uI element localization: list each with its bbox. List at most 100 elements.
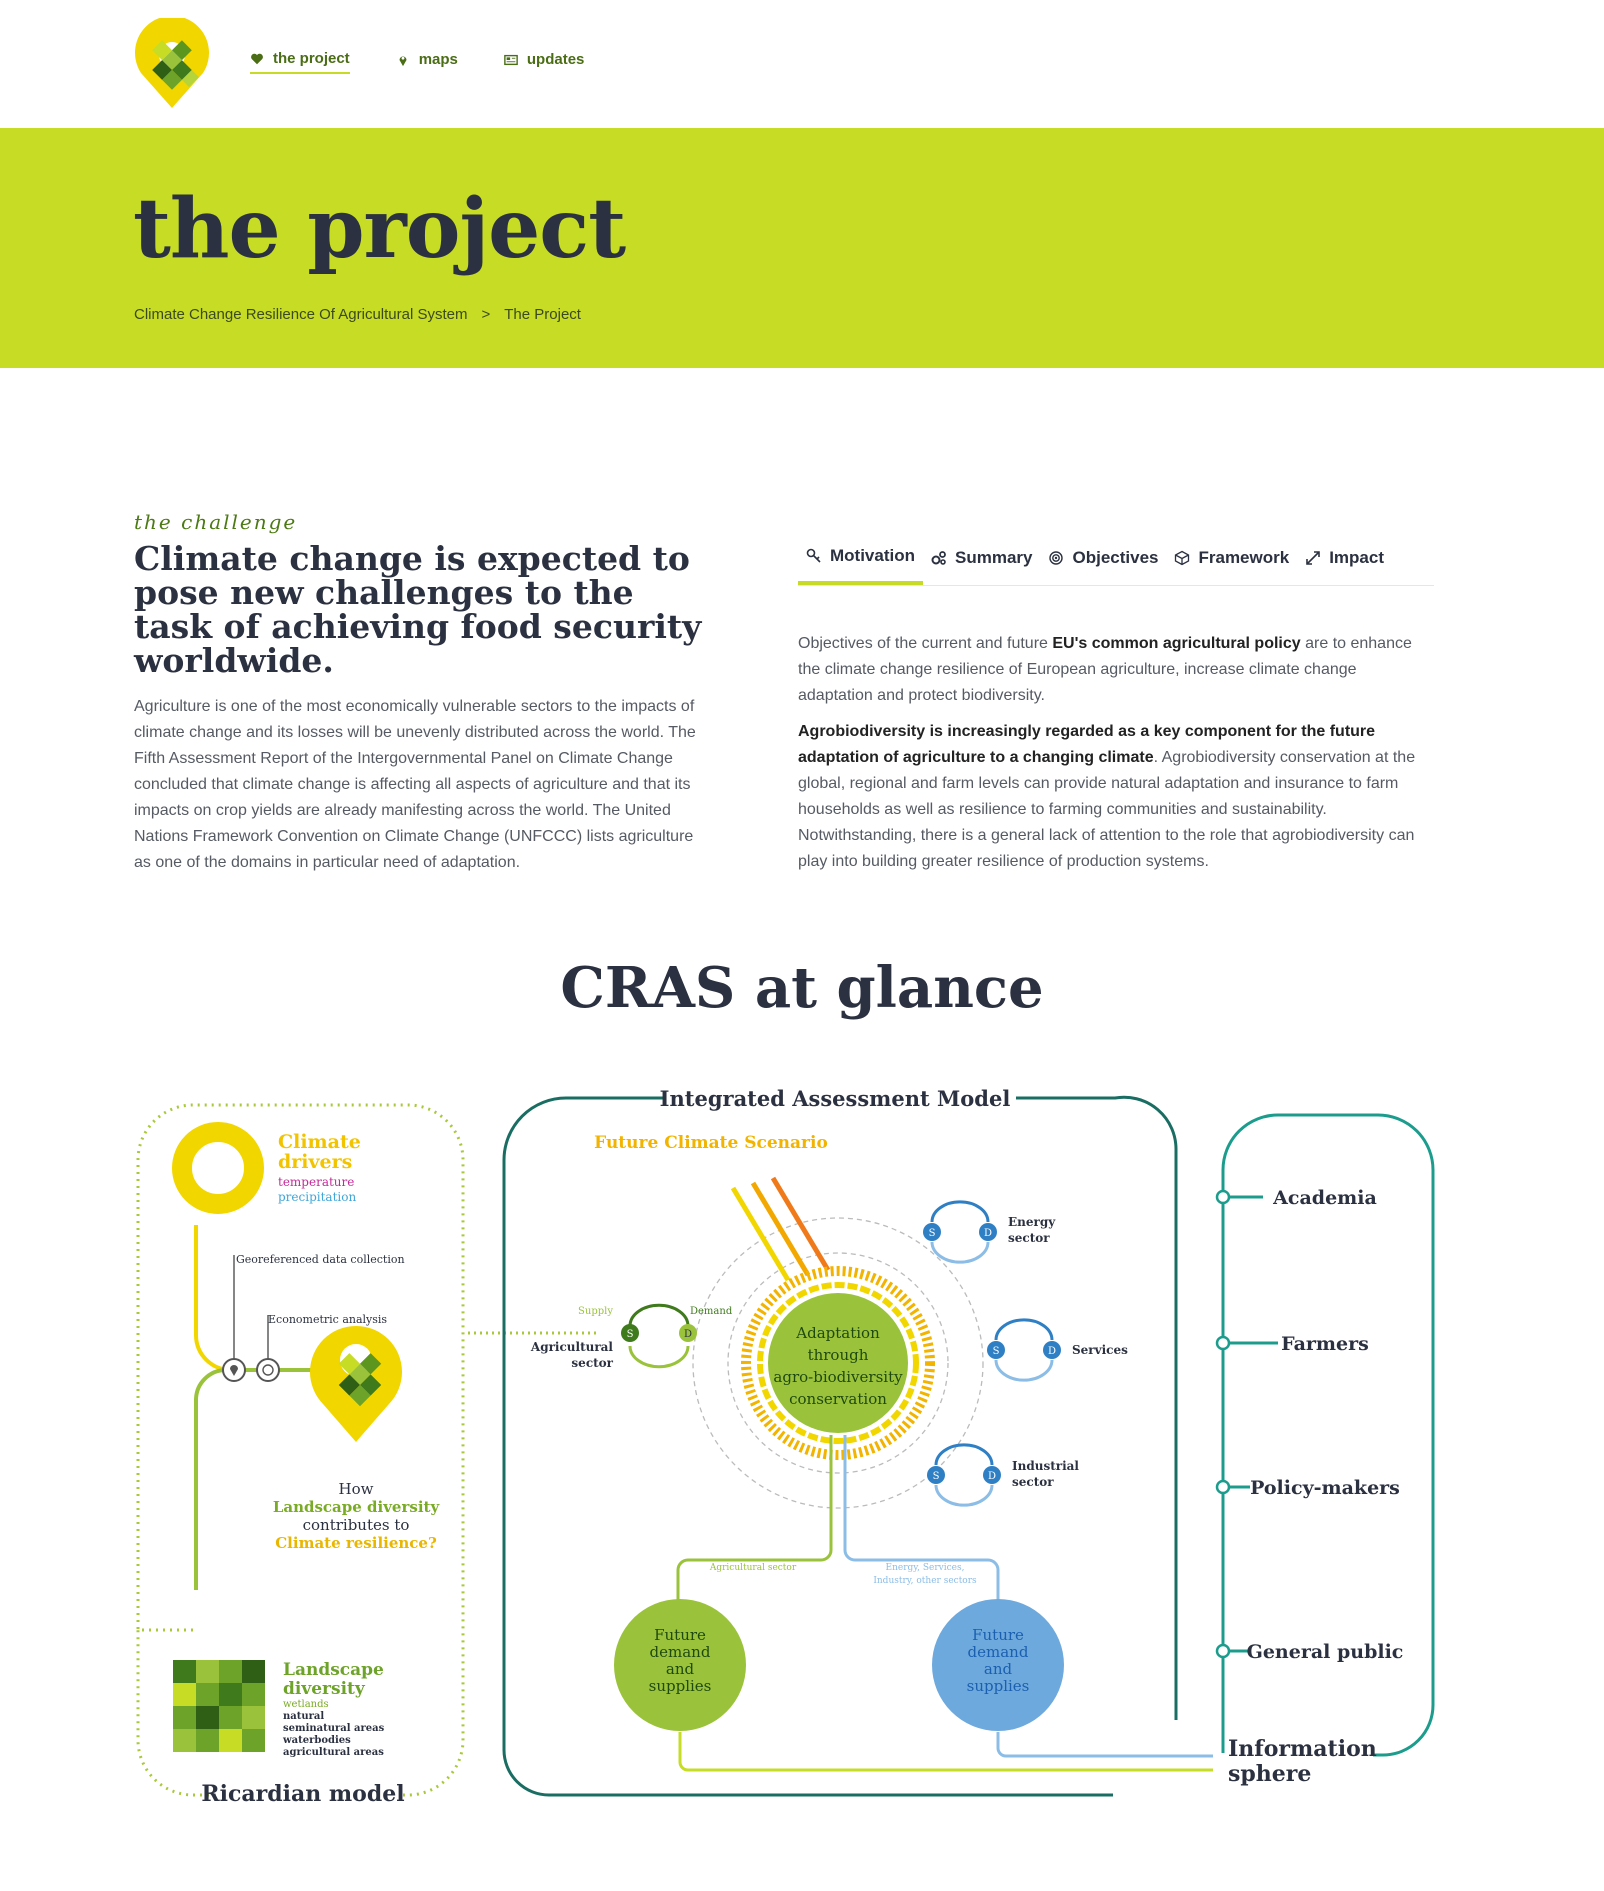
breadcrumb-home[interactable]: Climate Change Resilience Of Agricultura… [134,306,468,323]
demand-node: D [988,1471,996,1482]
climate-title: Climate [278,1131,361,1153]
stakeholder-nodes [1215,1189,1278,1659]
core-line: Adaptation [795,1324,880,1342]
expand-icon [1306,550,1320,565]
question-line: How [339,1480,374,1498]
landscape-item: natural [283,1711,324,1722]
future-other-line: demand [968,1643,1029,1661]
demand-node: D [684,1329,692,1340]
breadcrumb: Climate Change Resilience Of Agricultura… [134,306,581,323]
nav-maps[interactable]: maps [396,50,458,74]
landscape-item: agricultural areas [283,1747,384,1758]
future-other-circle [932,1599,1064,1731]
demand-node: D [984,1228,992,1239]
future-agri-line: demand [650,1643,711,1661]
industrial-label: sector [1012,1475,1054,1489]
future-agri-line: Future [654,1626,706,1644]
landscape-title: diversity [283,1679,366,1699]
core-line: through [808,1346,869,1364]
nav-label: the project [273,50,350,67]
scenario-label: Future Climate Scenario [594,1133,828,1153]
energy-label: Energy [1008,1215,1056,1229]
cras-diagram: Ricardian model Climate drivers temperat… [136,1086,1435,1807]
supply-node: S [933,1471,940,1482]
future-other-line: supplies [967,1677,1030,1695]
agri-sector-label: Agricultural [530,1340,614,1354]
motivation-text: are to enhance the climate change resili… [798,635,1412,704]
motivation-text: . Agrobiodiversity conservation at the g… [798,749,1416,870]
ricardian-label: Ricardian model [201,1781,404,1807]
question-line: contributes to [303,1516,410,1534]
tab-label: Objectives [1072,547,1159,567]
cube-icon [1175,550,1190,565]
landscape-title: Landscape [283,1660,384,1680]
landscape-item: seminatural areas [283,1723,385,1734]
question-line: Landscape diversity [273,1498,441,1516]
key-icon [806,548,821,563]
motivation-emphasis: EU's common agricultural policy [1052,635,1301,652]
tab-label: Impact [1329,547,1384,567]
energy-sector-cycle: S D [923,1200,997,1264]
agricultural-sector-cycle: S D [621,1303,697,1369]
econometric-label: Econometric analysis [268,1313,387,1326]
tab-motivation[interactable]: Motivation [798,530,923,585]
newspaper-icon [504,54,518,65]
landscape-item: waterbodies [282,1735,351,1746]
globe-icon [256,1358,280,1382]
landscape-item: wetlands [283,1699,329,1710]
question-line: Climate resilience? [275,1534,437,1552]
heart-icon [251,53,263,64]
motivation-paragraph-1: Objectives of the current and future EU'… [798,631,1434,709]
adaptation-core [768,1293,908,1433]
climate-item: temperature [278,1175,354,1189]
glance-title: CRAS at glance [560,955,1044,1021]
main-nav: the project maps updates [250,50,584,74]
stakeholder-farmers: Farmers [1281,1333,1369,1355]
stakeholder-academia: Academia [1272,1187,1377,1209]
tabs-section: Motivation Summary Objectives Framework … [798,530,1434,875]
cras-logo[interactable] [133,18,211,110]
climate-drivers-ring [172,1122,264,1214]
challenge-section: the challenge Climate change is expected… [134,510,704,876]
future-agri-line: supplies [649,1677,712,1695]
challenge-body: Agriculture is one of the most economica… [134,698,696,871]
demand-label: Demand [690,1306,733,1317]
breadcrumb-separator: > [481,306,491,323]
agri-sector-label: sector [571,1356,613,1370]
page-title: the project [133,181,626,277]
other-flow-label: Energy, Services, [886,1563,965,1573]
target-icon [1049,550,1064,565]
agri-flow-label: Agricultural sector [709,1563,797,1573]
tab-bar: Motivation Summary Objectives Framework … [798,530,1434,586]
future-other-line: Future [972,1626,1024,1644]
site-header: the project maps updates [0,0,1604,128]
core-line: agro-biodiversity [773,1368,903,1386]
industrial-label: Industrial [1012,1459,1079,1473]
challenge-eyebrow: the challenge [134,510,298,534]
climate-item: precipitation [278,1190,356,1204]
tab-framework[interactable]: Framework [1166,530,1297,585]
gears-icon [931,550,946,565]
nav-label: maps [418,51,458,68]
marker-logo-icon [310,1325,402,1442]
future-agri-circle [614,1599,746,1731]
supply-node: S [627,1329,634,1340]
ricardian-frame [136,1103,465,1797]
nav-the-project[interactable]: the project [250,50,350,74]
industrial-sector-cycle: S D [927,1443,1001,1507]
climate-title: drivers [278,1151,352,1173]
nav-updates[interactable]: updates [504,50,585,74]
stakeholder-public: General public [1247,1641,1404,1663]
supply-node: S [993,1346,1000,1357]
tab-impact[interactable]: Impact [1297,530,1392,585]
iam-frame [502,1096,1113,1797]
breadcrumb-current: The Project [504,306,581,323]
future-other-line: and [984,1660,1013,1678]
tab-summary[interactable]: Summary [923,530,1040,585]
nav-label: updates [526,51,585,68]
landscape-mosaic [173,1660,265,1752]
tab-objectives[interactable]: Objectives [1040,530,1166,585]
challenge-heading: Climate change is expected to pose new c… [134,539,702,680]
tab-label: Motivation [830,545,915,565]
stakeholders-frame [1221,1113,1435,1757]
